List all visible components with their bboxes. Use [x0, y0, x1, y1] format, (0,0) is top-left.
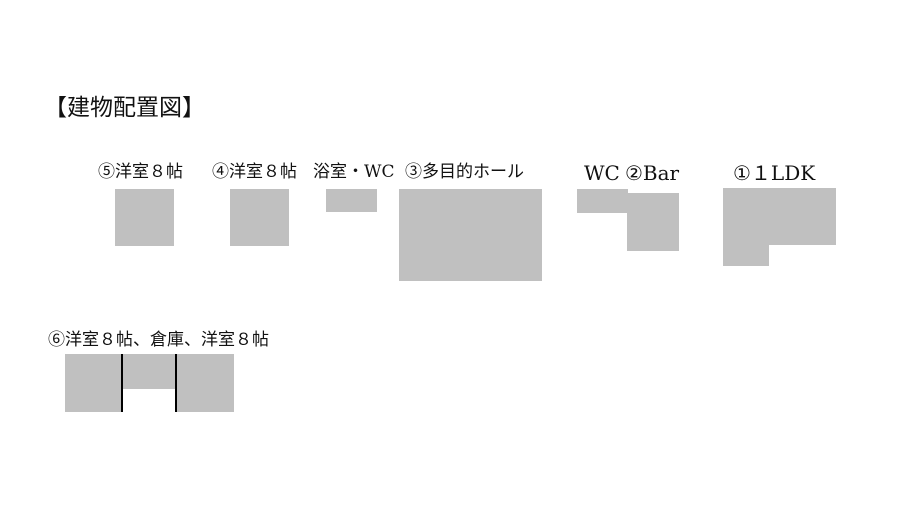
room-label-4: ④洋室８帖 — [212, 162, 297, 182]
room-label-5: ⑤洋室８帖 — [98, 162, 183, 182]
room-6-divider-left — [121, 354, 123, 412]
room-label-6: ⑥洋室８帖、倉庫、洋室８帖 — [48, 330, 269, 350]
room-block-6-western-left — [65, 354, 123, 412]
room-block-3 — [399, 189, 542, 281]
room-block-wc — [577, 189, 628, 213]
room-block-5 — [115, 189, 174, 246]
room-label-wc: WC — [584, 161, 620, 185]
room-label-bath: 浴室・WC — [313, 162, 395, 182]
room-block-bath — [326, 189, 377, 212]
room-6-divider-right — [175, 354, 177, 412]
room-label-2: ②Bar — [625, 161, 680, 185]
room-block-6-storage — [123, 354, 176, 389]
room-block-4 — [230, 189, 289, 246]
room-block-2 — [627, 193, 679, 251]
room-label-3: ③多目的ホール — [405, 162, 524, 182]
room-label-1: ①１LDK — [733, 161, 816, 185]
room-block-6-western-right — [176, 354, 234, 412]
room-block-1-extension — [723, 244, 769, 266]
room-block-1-main — [723, 188, 836, 245]
diagram-title: 【建物配置図】 — [44, 95, 205, 121]
